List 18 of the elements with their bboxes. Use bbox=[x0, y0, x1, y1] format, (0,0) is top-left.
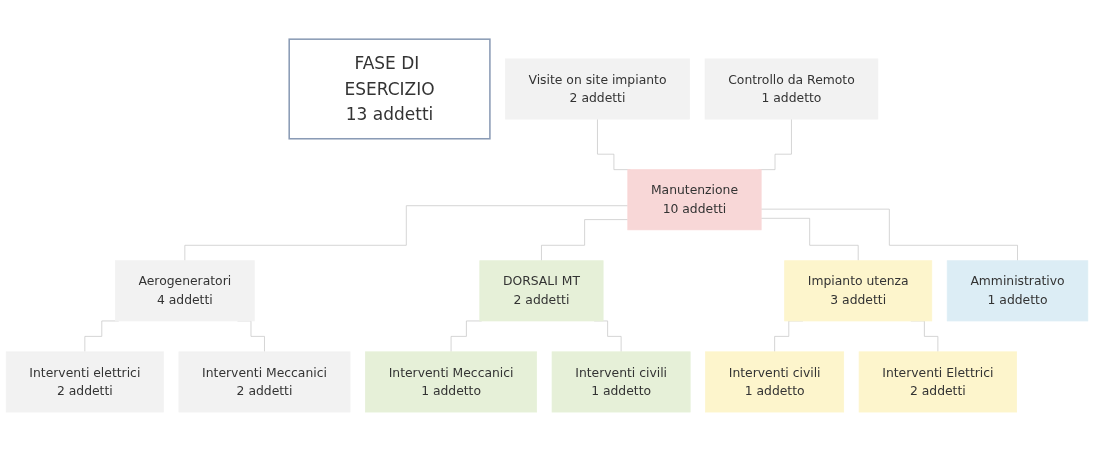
node-box: DORSALI MT 2 addetti bbox=[479, 260, 604, 322]
node-box: FASE DI ESERCIZIO 13 addetti bbox=[288, 38, 491, 140]
connector bbox=[541, 219, 629, 262]
node-box: Amministrativo 1 addetto bbox=[946, 260, 1089, 322]
node-box: Interventi Meccanici 2 addetti bbox=[178, 351, 351, 413]
node-box: Interventi elettrici 2 addetti bbox=[5, 351, 164, 413]
node-box: Visite on site impianto 2 addetti bbox=[504, 58, 690, 120]
connector bbox=[184, 205, 629, 262]
node-box: Interventi Elettrici 2 addetti bbox=[858, 351, 1017, 413]
node-box: Interventi Meccanici 1 addetto bbox=[365, 351, 538, 413]
node-box: Interventi civili 1 addetto bbox=[705, 351, 845, 413]
connector bbox=[760, 218, 859, 262]
node-box: Interventi civili 1 addetto bbox=[551, 351, 691, 413]
node-box: Controllo da Remoto 1 addetto bbox=[704, 58, 879, 120]
node-box: Manutenzione 10 addetti bbox=[627, 169, 762, 231]
node-box: Aerogeneratori 4 addetti bbox=[114, 260, 255, 322]
connector bbox=[760, 209, 1018, 262]
node-box: Impianto utenza 3 addetti bbox=[784, 260, 933, 322]
